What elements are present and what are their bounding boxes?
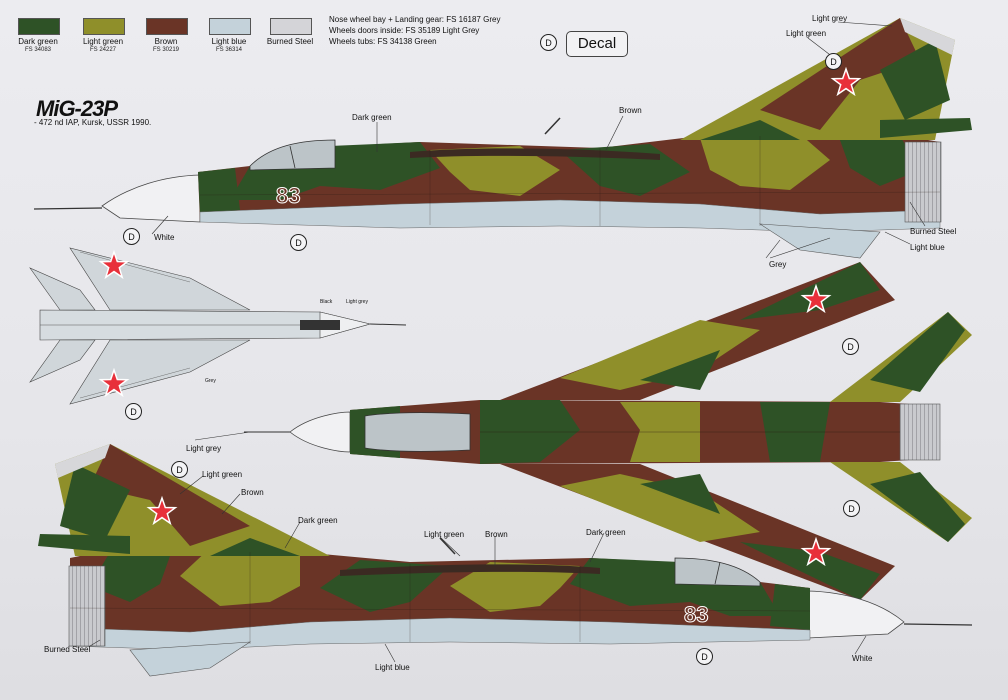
- callout-brown-top: Brown: [619, 106, 642, 115]
- swatch-light-green: [83, 18, 125, 35]
- callout-light-green-bottom: Light green: [424, 530, 465, 539]
- callout-grey-underside: Grey: [205, 378, 216, 384]
- swatch-light-green-name: Light green: [82, 37, 124, 46]
- swatch-dark-green-name: Dark green: [18, 37, 58, 46]
- top-view: [244, 262, 972, 600]
- callout-white-bottom: White: [852, 654, 873, 663]
- aircraft-unit: - 472 nd IAP, Kursk, USSR 1990.: [34, 118, 152, 127]
- swatch-brown-name: Brown: [154, 37, 178, 46]
- tail-number-top: 83: [276, 183, 300, 208]
- callout-black-underside: Black: [320, 299, 333, 305]
- callout-light-green-tail: Light green: [786, 29, 827, 38]
- callout-burned-steel-bottom: Burned Steel: [44, 645, 91, 654]
- callout-dark-green-bottom: Dark green: [298, 516, 338, 525]
- callout-grey-top: Grey: [769, 260, 787, 269]
- callout-light-blue-bottom: Light blue: [375, 663, 410, 672]
- aircraft-title: MiG-23P: [36, 96, 118, 121]
- callout-dark-green-bottom-2: Dark green: [586, 528, 626, 537]
- note-wheel-doors: Wheels doors inside: FS 35189 Light Grey: [329, 26, 480, 35]
- swatch-light-blue-name: Light blue: [211, 37, 247, 46]
- note-wheel-tubs: Wheels tubs: FS 34138 Green: [329, 37, 437, 46]
- decal-marker: D: [842, 338, 859, 355]
- callout-dark-green-top: Dark green: [352, 113, 392, 122]
- decal-marker: D: [171, 461, 188, 478]
- decal-marker: D: [123, 228, 140, 245]
- decal-marker: D: [696, 648, 713, 665]
- swatch-light-green-code: FS 24227: [89, 47, 117, 53]
- callout-burned-steel-top: Burned Steel: [910, 227, 957, 236]
- callout-brown-bottom: Brown: [485, 530, 508, 539]
- decal-marker: D: [125, 403, 142, 420]
- side-profile-bottom: 83: [38, 444, 973, 677]
- callout-brown-bottom-tail: Brown: [241, 488, 264, 497]
- underside-view: [29, 247, 407, 405]
- side-profile-top: 83: [33, 18, 972, 259]
- swatch-dark-green-code: FS 34083: [24, 47, 52, 53]
- callout-light-grey-top-view: Light grey: [186, 444, 222, 453]
- decal-marker: D: [290, 234, 307, 251]
- note-nose-wheel: Nose wheel bay + Landing gear: FS 16187 …: [329, 15, 501, 24]
- legend-decal-badge: D: [540, 34, 557, 51]
- decal-marker: D: [825, 53, 842, 70]
- swatch-dark-green: [18, 18, 60, 35]
- swatch-light-blue-code: FS 36314: [215, 47, 243, 53]
- tail-number-bottom: 83: [684, 602, 708, 627]
- swatch-light-blue: [209, 18, 251, 35]
- callout-light-grey-tail: Light grey: [812, 14, 848, 23]
- callout-white-top: White: [154, 233, 175, 242]
- callout-light-blue-top: Light blue: [910, 243, 945, 252]
- swatch-brown-code: FS 30219: [152, 47, 180, 53]
- callout-leaders: [89, 21, 926, 663]
- legend-decal-label: Decal: [566, 31, 628, 57]
- callout-light-grey-underside: Light grey: [346, 299, 368, 305]
- callout-light-green-bottom-tail: Light green: [202, 470, 243, 479]
- swatch-burned-steel: [270, 18, 312, 35]
- swatch-brown: [146, 18, 188, 35]
- decal-marker: D: [843, 500, 860, 517]
- swatch-burned-steel-name: Burned Steel: [266, 37, 314, 46]
